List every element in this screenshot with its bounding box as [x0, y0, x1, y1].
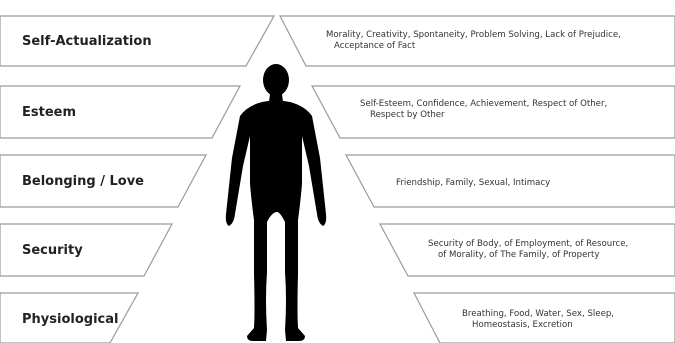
desc-line: of Morality, of The Family, of Property [428, 250, 628, 261]
level-label-esteem: Esteem [22, 105, 76, 121]
desc-line: Security of Body, of Employment, of Reso… [428, 239, 628, 250]
desc-line: Respect by Other [360, 110, 607, 121]
level-label-physiological: Physiological [22, 312, 118, 328]
desc-line: Homeostasis, Excretion [462, 320, 614, 331]
desc-line: Morality, Creativity, Spontaneity, Probl… [326, 30, 621, 41]
level-desc-physiological: Breathing, Food, Water, Sex, Sleep, Home… [462, 309, 614, 331]
level-label-self-actualization: Self-Actualization [22, 34, 152, 50]
desc-line: Acceptance of Fact [326, 41, 621, 52]
level-desc-self-actualization: Morality, Creativity, Spontaneity, Probl… [326, 30, 621, 52]
desc-line: Breathing, Food, Water, Sex, Sleep, [462, 309, 614, 320]
desc-line: Friendship, Family, Sexual, Intimacy [396, 178, 550, 189]
level-label-belonging-love: Belonging / Love [22, 174, 144, 190]
desc-line: Self-Esteem, Confidence, Achievement, Re… [360, 99, 607, 110]
level-desc-belonging-love: Friendship, Family, Sexual, Intimacy [396, 178, 550, 189]
level-label-security: Security [22, 243, 83, 259]
human-silhouette-icon [226, 64, 326, 341]
level-desc-esteem: Self-Esteem, Confidence, Achievement, Re… [360, 99, 607, 121]
level-desc-security: Security of Body, of Employment, of Reso… [428, 239, 628, 261]
